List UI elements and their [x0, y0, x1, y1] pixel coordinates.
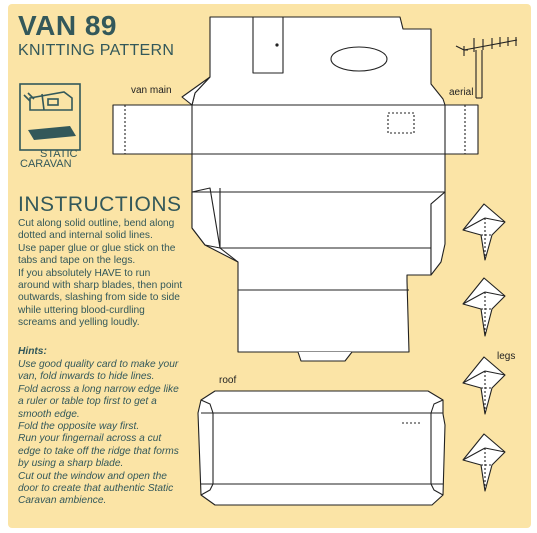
van-main-top-face: [191, 16, 446, 106]
label-legs: legs: [497, 351, 516, 362]
label-roof: roof: [219, 375, 237, 386]
van-main-side-band: [112, 104, 479, 155]
door-flap: [252, 17, 284, 74]
hint-line: Use good quality card to make your: [18, 359, 179, 370]
instruction-line: dotted and internal solid lines.: [18, 230, 153, 242]
leg-piece: [462, 433, 506, 492]
hints-text: Use good quality card to make your van, …: [18, 359, 208, 508]
hint-line: edge to take off the ridge that forms: [18, 445, 179, 457]
hint-line: door to create that authentic Static: [18, 483, 174, 495]
hint-line: Fold across a long narrow edge like: [18, 383, 179, 395]
hint-line: smooth edge.: [18, 408, 80, 420]
logo-caravan-body: [29, 91, 73, 111]
logo-ground-shadow: [28, 126, 76, 140]
roof-piece: [197, 390, 446, 506]
door-handle: [275, 43, 279, 47]
leg-piece: [462, 277, 506, 337]
van-main-bottom-tab: [297, 351, 353, 362]
instruction-line: Use paper glue or glue stick on the: [18, 242, 176, 254]
van-main-right-end: [430, 191, 446, 276]
page-subtitle: KNITTING PATTERN: [18, 42, 175, 59]
hint-line: Run your fingernail across a cut: [18, 433, 162, 445]
page-title: VAN 89: [18, 10, 117, 41]
instructions-heading: INSTRUCTIONS: [18, 193, 182, 216]
instruction-line: around with sharp blades, then point: [18, 280, 183, 292]
logo-caption-static: STATIC: [40, 148, 78, 160]
logo-caption-caravan: CARAVAN: [20, 158, 72, 170]
instruction-line: outwards, slashing from side to side: [18, 292, 180, 304]
hint-line: a ruler or table top first to get a: [18, 396, 157, 408]
hint-line: Fold the opposite way first.: [18, 421, 140, 433]
leg-piece: [462, 356, 506, 415]
instructions-text: Cut along solid outline, bend along dott…: [18, 218, 196, 330]
aerial-piece: [455, 37, 518, 99]
instruction-line: screams and yelling loudly.: [18, 317, 140, 329]
hint-line: van, fold inwards to hide lines.: [18, 371, 155, 383]
hint-line: Cut out the window and open the: [18, 470, 167, 482]
hint-line: by using a sharp blade.: [18, 458, 124, 470]
window-oval: [330, 46, 388, 72]
instruction-line: tabs and tape on the legs.: [18, 255, 136, 267]
van-main-bottom-face: [191, 153, 446, 353]
door-placement-marker: [387, 112, 415, 134]
van-main-left-end: [191, 187, 221, 249]
label-aerial: aerial: [449, 87, 474, 98]
logo-frame: [19, 83, 81, 151]
instruction-line: If you absolutely HAVE to run: [18, 267, 151, 279]
instruction-line: Cut along solid outline, bend along: [18, 218, 175, 229]
leg-piece: [462, 203, 506, 261]
hints-heading: Hints:: [18, 346, 47, 357]
instruction-line: while uttering blood-curdling: [18, 304, 145, 316]
label-van-main: van main: [131, 85, 172, 96]
hint-line: Caravan ambience.: [18, 495, 107, 507]
